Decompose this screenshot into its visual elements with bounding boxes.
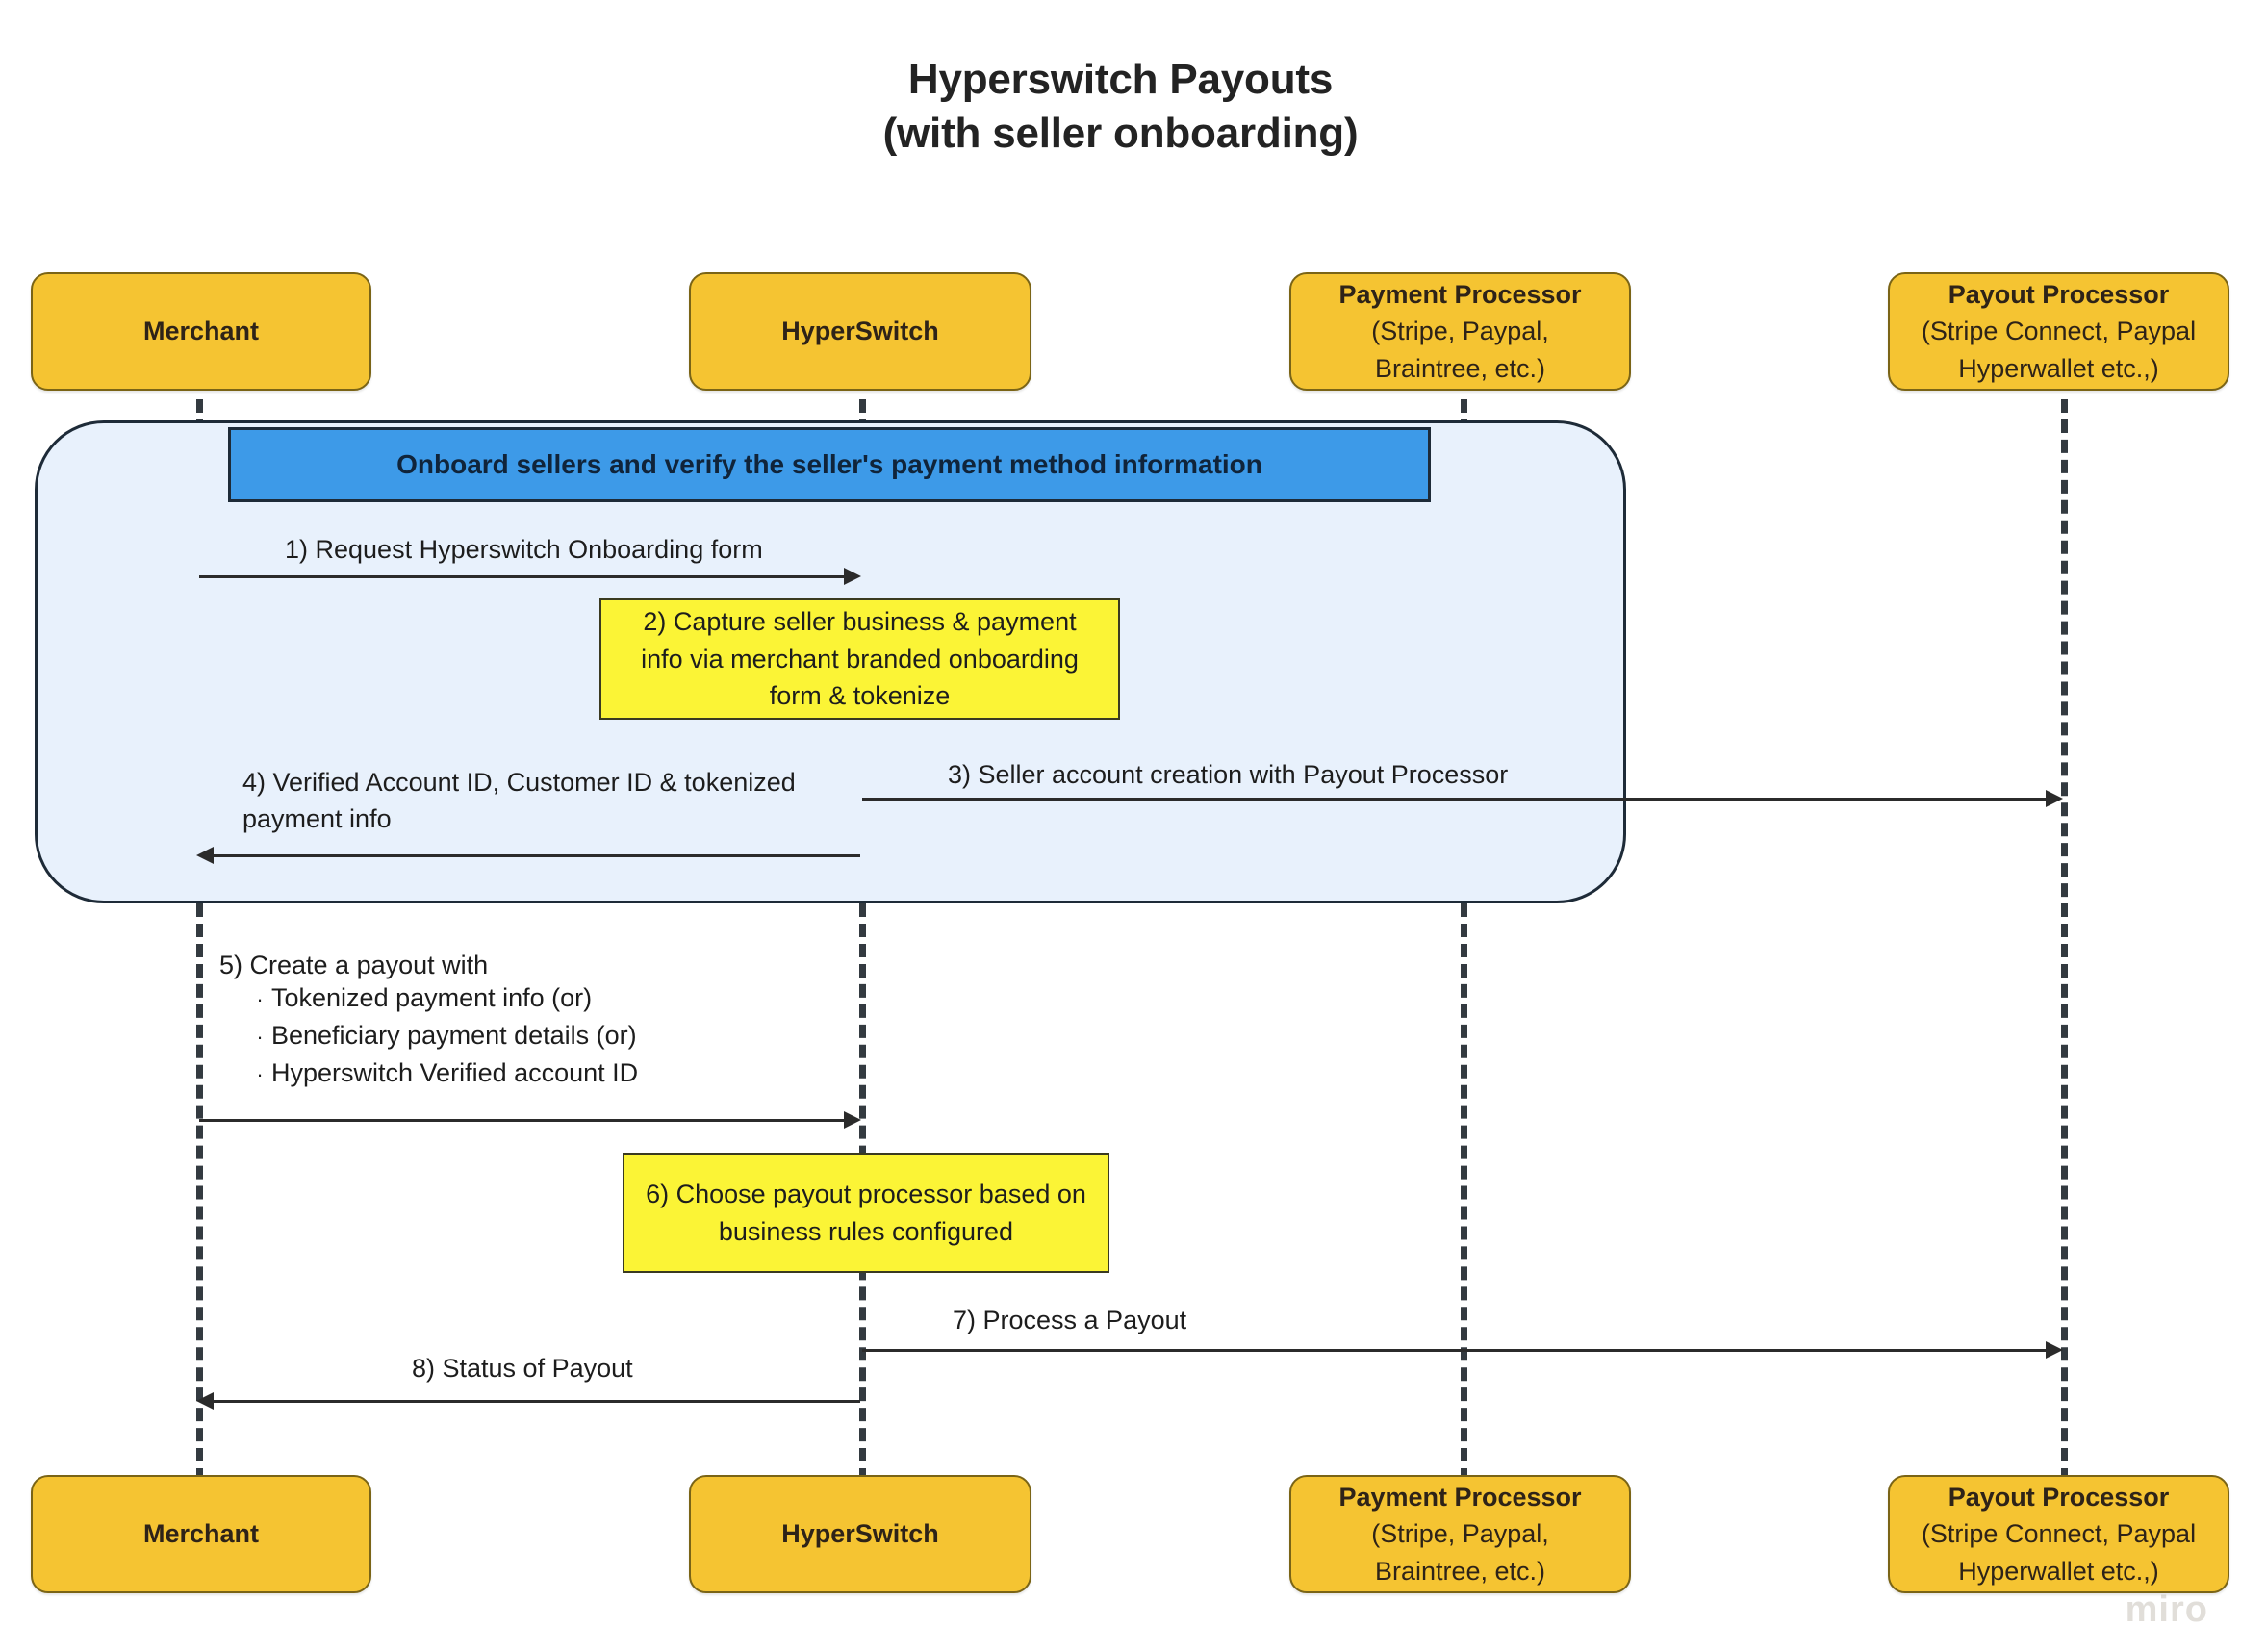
lifeline-merchant	[196, 399, 203, 1482]
participant-subtitle-1: (Stripe Connect, Paypal	[1921, 317, 2197, 346]
message-label-8: 8) Status of Payout	[412, 1354, 633, 1383]
participant-name: HyperSwitch	[781, 317, 939, 346]
message-arrow-4	[210, 854, 860, 857]
participant-name: HyperSwitch	[781, 1519, 939, 1549]
title-line-2: (with seller onboarding)	[882, 110, 1359, 158]
bullet-text: Hyperswitch Verified account ID	[271, 1058, 639, 1087]
participant-payment-processor-bottom[interactable]: Payment Processor (Stripe, Paypal, Brain…	[1289, 1475, 1631, 1593]
participant-subtitle-2: Braintree, etc.)	[1374, 353, 1546, 383]
participant-subtitle-2: Hyperwallet etc.,)	[1958, 353, 2159, 383]
bullet-text: Beneficiary payment details (or)	[271, 1021, 637, 1050]
participant-subtitle-1: (Stripe, Paypal,	[1371, 317, 1549, 346]
message-arrow-3	[862, 798, 2055, 801]
participant-subtitle-1: (Stripe Connect, Paypal	[1921, 1519, 2197, 1549]
arrow-head-right-icon	[2046, 790, 2063, 807]
message-label-5: 5) Create a payout with	[219, 951, 489, 979]
list-item: · Tokenized payment info (or)	[248, 985, 638, 1023]
fragment-header-label: Onboard sellers and verify the seller's …	[228, 427, 1431, 502]
lifeline-payment-processor	[1461, 399, 1467, 1482]
participant-hyperswitch-bottom[interactable]: HyperSwitch	[689, 1475, 1031, 1593]
miro-watermark: miro	[2125, 1589, 2208, 1630]
note-6-line-2: business rules configured	[718, 1216, 1014, 1246]
participant-subtitle-2: Braintree, etc.)	[1374, 1556, 1546, 1586]
participant-payout-processor-top[interactable]: Payout Processor (Stripe Connect, Paypal…	[1888, 272, 2229, 391]
message-label-4: 4) Verified Account ID, Customer ID & to…	[242, 768, 796, 834]
note-2-line-3: form & tokenize	[769, 681, 951, 711]
participant-name: Payout Processor	[1948, 280, 2170, 309]
note-2-line-2: info via merchant branded onboarding	[641, 644, 1079, 674]
page-title: Hyperswitch Payouts (with seller onboard…	[0, 53, 2241, 162]
participant-payout-processor-bottom[interactable]: Payout Processor (Stripe Connect, Paypal…	[1888, 1475, 2229, 1593]
title-line-1: Hyperswitch Payouts	[907, 56, 1334, 103]
bullet-dot-icon: ·	[256, 1025, 264, 1049]
note-6-line-1: 6) Choose payout processor based on	[646, 1179, 1086, 1208]
participant-payment-processor-top[interactable]: Payment Processor (Stripe, Paypal, Brain…	[1289, 272, 1631, 391]
participant-subtitle-2: Hyperwallet etc.,)	[1958, 1556, 2159, 1586]
list-item: · Hyperswitch Verified account ID	[248, 1060, 638, 1098]
lifeline-payout-processor	[2061, 399, 2068, 1482]
participant-merchant-top[interactable]: Merchant	[31, 272, 371, 391]
note-2: 2) Capture seller business & payment inf…	[599, 598, 1120, 720]
participant-name: Payout Processor	[1948, 1483, 2170, 1512]
message-arrow-7	[862, 1349, 2055, 1352]
note-6: 6) Choose payout processor based on busi…	[623, 1153, 1109, 1273]
lifeline-hyperswitch	[859, 399, 866, 1482]
message-label-1: 1) Request Hyperswitch Onboarding form	[285, 535, 763, 564]
bullet-dot-icon: ·	[256, 1062, 264, 1086]
note-2-line-1: 2) Capture seller business & payment	[643, 606, 1077, 636]
participant-subtitle-1: (Stripe, Paypal,	[1371, 1519, 1549, 1549]
participant-name: Merchant	[142, 317, 260, 346]
message-5-bullet-list: · Tokenized payment info (or) · Benefici…	[248, 985, 638, 1098]
message-arrow-5	[199, 1119, 853, 1122]
message-arrow-1	[199, 575, 853, 578]
message-label-3: 3) Seller account creation with Payout P…	[948, 760, 1509, 789]
arrow-head-right-icon	[2046, 1341, 2063, 1359]
participant-hyperswitch-top[interactable]: HyperSwitch	[689, 272, 1031, 391]
participant-merchant-bottom[interactable]: Merchant	[31, 1475, 371, 1593]
participant-name: Merchant	[142, 1519, 260, 1549]
list-item: · Beneficiary payment details (or)	[248, 1023, 638, 1060]
arrow-head-left-icon	[196, 847, 214, 864]
bullet-dot-icon: ·	[256, 987, 264, 1011]
participant-name: Payment Processor	[1338, 280, 1582, 309]
arrow-head-right-icon	[844, 568, 861, 585]
arrow-head-left-icon	[196, 1392, 214, 1410]
bullet-text: Tokenized payment info (or)	[271, 983, 593, 1012]
participant-name: Payment Processor	[1338, 1483, 1582, 1512]
message-label-7: 7) Process a Payout	[953, 1306, 1187, 1334]
message-arrow-8	[210, 1400, 860, 1403]
arrow-head-right-icon	[844, 1111, 861, 1129]
